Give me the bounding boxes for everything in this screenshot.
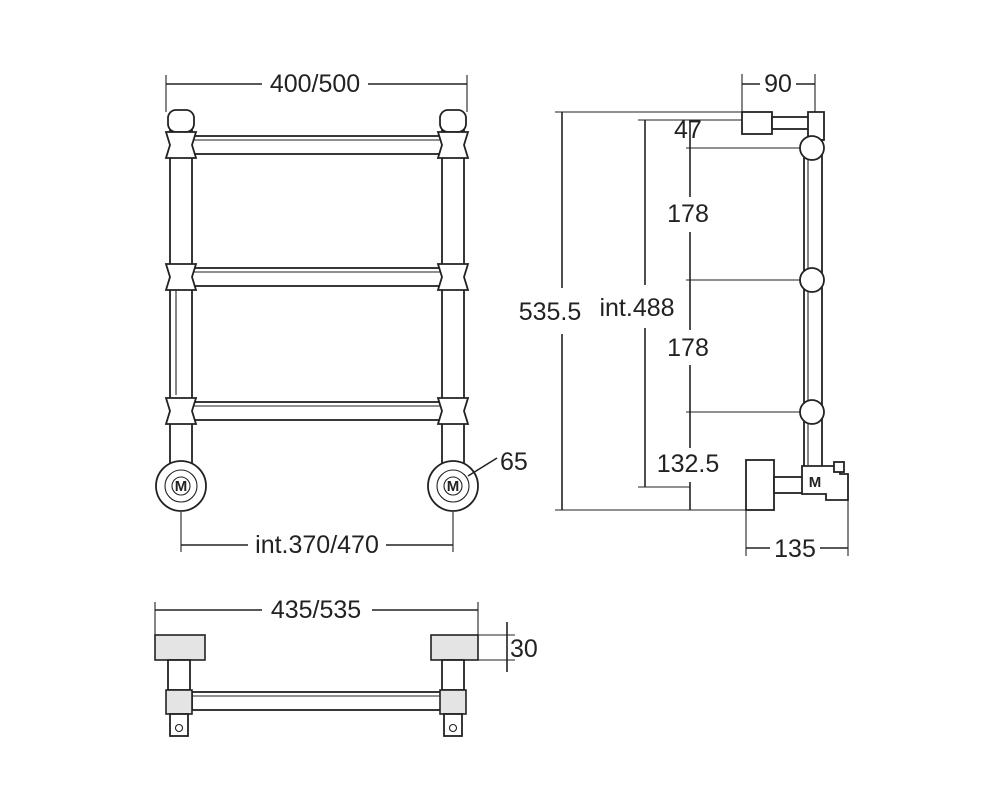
top-wall-bracket bbox=[741, 111, 773, 135]
top-elbow bbox=[807, 111, 825, 141]
joint-right-bottom bbox=[436, 397, 470, 425]
depth-label: 135 bbox=[774, 535, 816, 563]
dimension-valve-diameter: 65 bbox=[467, 448, 528, 477]
valve-diameter-label: 65 bbox=[500, 448, 528, 476]
dimension-projection: 90 bbox=[741, 70, 816, 118]
left-valve-mark: M bbox=[175, 478, 188, 495]
dimension-bracket-width: 435/535 bbox=[154, 596, 479, 640]
top-view-left-bracket bbox=[154, 634, 206, 661]
spacing-upper-label: 178 bbox=[667, 200, 709, 228]
top-rail bbox=[191, 135, 443, 155]
side-rail-middle bbox=[799, 267, 825, 293]
internal-height-label: int.488 bbox=[599, 294, 674, 322]
joint-right-middle bbox=[436, 263, 470, 291]
top-view: 435/535 30 bbox=[154, 596, 538, 737]
front-view: 400/500 M M bbox=[155, 70, 528, 559]
side-rail-top bbox=[799, 135, 825, 161]
joint-left-top bbox=[164, 131, 198, 159]
top-view-right-stem bbox=[441, 659, 465, 691]
joint-left-middle bbox=[164, 263, 198, 291]
right-valve: M bbox=[427, 460, 479, 512]
dimension-internal-width: int.370/470 bbox=[180, 512, 454, 559]
right-post-cap bbox=[439, 109, 467, 133]
overall-height-label: 535.5 bbox=[519, 298, 582, 326]
internal-width-label: int.370/470 bbox=[255, 531, 379, 559]
bottom-offset-label: 132.5 bbox=[657, 450, 720, 478]
bottom-rail bbox=[191, 401, 443, 421]
top-view-left-valve bbox=[165, 689, 193, 715]
side-valve-mark: M bbox=[809, 474, 822, 491]
joint-left-bottom bbox=[164, 397, 198, 425]
overall-width-label: 400/500 bbox=[270, 70, 360, 98]
middle-rail bbox=[191, 267, 443, 287]
right-valve-mark: M bbox=[447, 478, 460, 495]
spacing-lower-label: 178 bbox=[667, 334, 709, 362]
left-post-cap bbox=[167, 109, 195, 133]
bracket-width-label: 435/535 bbox=[271, 596, 361, 624]
bottom-wall-bracket bbox=[745, 459, 775, 511]
top-view-left-stem bbox=[167, 659, 191, 691]
dimension-overall-width: 400/500 bbox=[165, 70, 468, 112]
side-rail-bottom bbox=[799, 399, 825, 425]
projection-label: 90 bbox=[764, 70, 792, 98]
side-view: 90 M 535.5 bbox=[519, 70, 849, 563]
dimension-internal-height: int.488 bbox=[599, 120, 675, 487]
top-offset-label: 47 bbox=[674, 116, 702, 144]
bracket-depth-label: 30 bbox=[510, 635, 538, 663]
dimension-bracket-depth: 30 bbox=[478, 622, 538, 672]
dimension-depth: 135 bbox=[745, 500, 849, 563]
top-view-right-valve bbox=[439, 689, 467, 715]
dimension-chain: 47 178 178 132.5 bbox=[657, 116, 720, 510]
top-view-rail bbox=[191, 691, 443, 711]
side-valve-cap bbox=[833, 461, 845, 473]
joint-right-top bbox=[436, 131, 470, 159]
dimension-overall-height: 535.5 bbox=[519, 112, 582, 510]
left-valve: M bbox=[155, 460, 207, 512]
top-view-right-bracket bbox=[430, 634, 479, 661]
